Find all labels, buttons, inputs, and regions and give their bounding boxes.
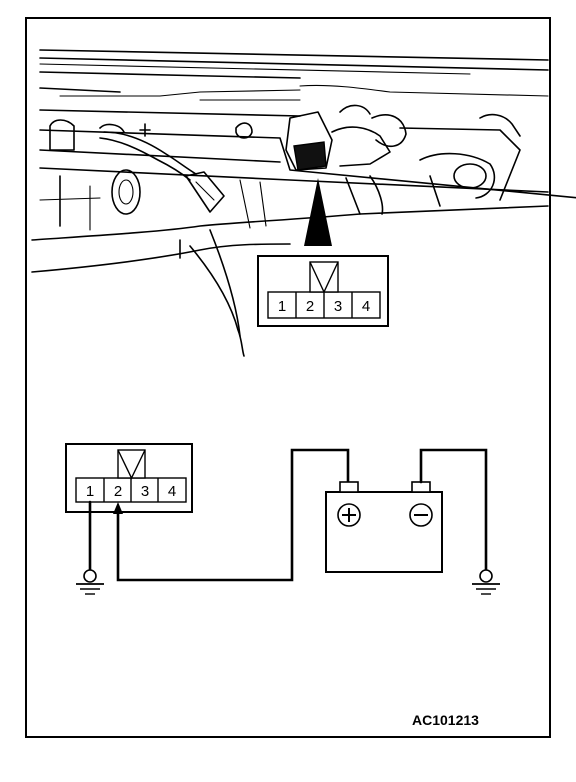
connector-housing-top xyxy=(293,141,327,171)
circuit-pin-1: 1 xyxy=(86,483,94,500)
battery xyxy=(325,481,443,573)
top-pin-4: 4 xyxy=(362,298,370,315)
top-pin-1: 1 xyxy=(278,298,286,315)
wire-pin2-battery-positive xyxy=(116,448,350,582)
connector-callout-top: 1 2 3 4 xyxy=(257,255,389,327)
circuit-pin-3: 3 xyxy=(141,483,149,500)
connector-circuit: 1 2 3 4 xyxy=(65,443,193,513)
top-pin-2: 2 xyxy=(306,298,314,315)
connector-key xyxy=(309,261,339,293)
figure-frame xyxy=(25,17,551,738)
wire-battery-negative-ground xyxy=(419,448,488,576)
top-pin-3: 3 xyxy=(334,298,342,315)
circuit-pin-4: 4 xyxy=(168,483,176,500)
connector-key xyxy=(117,449,146,479)
vehicle-underside-illustration xyxy=(31,49,576,357)
probe-arrow xyxy=(113,502,123,514)
circuit-pin-2: 2 xyxy=(114,483,122,500)
ground-icon xyxy=(472,569,500,595)
callout-pointer xyxy=(304,178,332,246)
figure-code: AC101213 xyxy=(412,712,479,728)
ground-icon xyxy=(76,569,104,595)
